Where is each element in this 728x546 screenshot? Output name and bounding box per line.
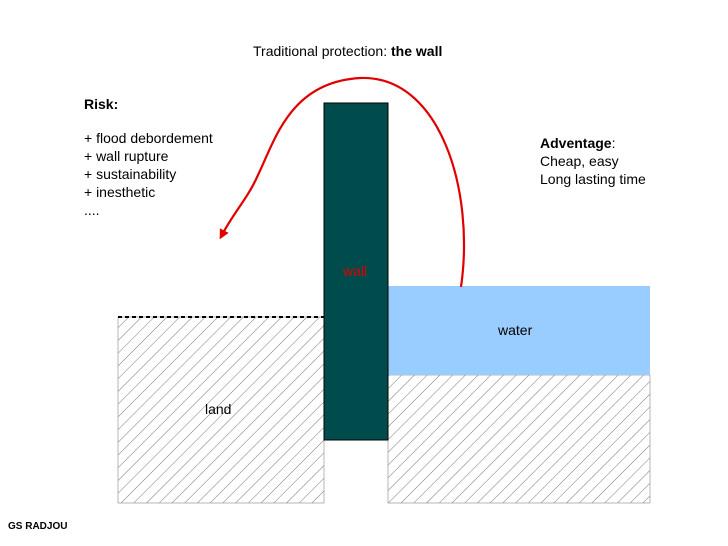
risk-item: + sustainability bbox=[84, 166, 177, 182]
wall-label: wall bbox=[343, 263, 368, 279]
author-credit: GS RADJOU bbox=[8, 521, 68, 532]
title-emphasis: the wall bbox=[391, 43, 443, 59]
overflow-arrow bbox=[219, 76, 466, 288]
risk-item: + inesthetic bbox=[84, 184, 156, 200]
advantage-heading-suffix: : bbox=[611, 135, 616, 151]
risk-heading: Risk: bbox=[84, 96, 119, 112]
advantage-block: Adventage: Cheap, easy Long lasting time bbox=[540, 134, 646, 188]
land-label: land bbox=[205, 401, 232, 417]
risk-item: + flood debordement bbox=[84, 130, 213, 146]
advantage-heading: Adventage: bbox=[540, 134, 646, 152]
water-body bbox=[388, 286, 650, 375]
title-prefix: Traditional protection: bbox=[253, 43, 391, 59]
advantage-line: Long lasting time bbox=[540, 171, 646, 187]
land-area bbox=[117, 316, 651, 504]
risk-item: .... bbox=[84, 202, 100, 218]
advantage-heading-text: Adventage bbox=[540, 135, 612, 151]
wall-rect bbox=[323, 102, 389, 441]
risk-item: + wall rupture bbox=[84, 148, 169, 164]
advantage-line: Cheap, easy bbox=[540, 153, 619, 169]
risk-list: + flood debordement + wall rupture + sus… bbox=[84, 129, 213, 219]
slide-title: Traditional protection: the wall bbox=[253, 42, 442, 60]
water-label: water bbox=[498, 322, 533, 338]
